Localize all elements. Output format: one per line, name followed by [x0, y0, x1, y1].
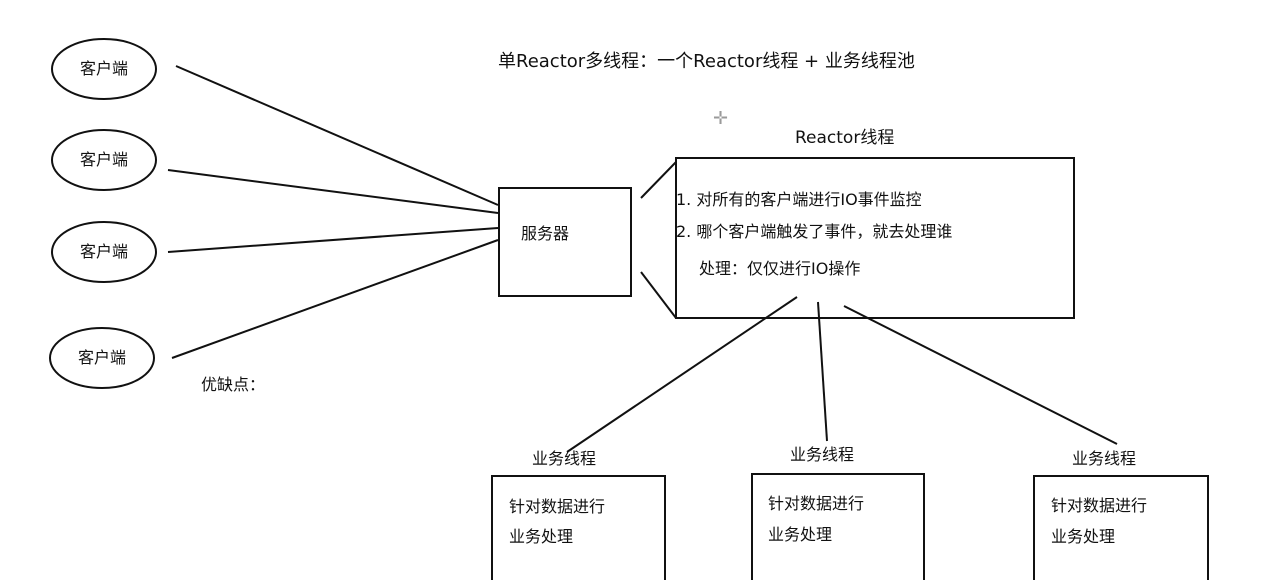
reactor-label: Reactor线程 — [795, 128, 895, 148]
worker-text-2-line-1: 针对数据进行 — [768, 494, 865, 513]
reactor-text-line-1: 1. 对所有的客户端进行IO事件监控 — [676, 190, 922, 209]
reactor-box — [675, 157, 1075, 319]
diagram-title: 单Reactor多线程：一个Reactor线程 + 业务线程池 — [498, 51, 915, 72]
crosshair-cursor-icon: ✛ — [713, 108, 729, 129]
reactor-text-line-3: 处理：仅仅进行IO操作 — [699, 259, 861, 278]
client-label-3: 客户端 — [79, 242, 128, 261]
client-connector-4 — [171, 239, 499, 359]
client-node-1 — [51, 38, 157, 100]
pros-cons-label: 优缺点： — [201, 375, 266, 394]
worker-text-2-line-2: 业务处理 — [768, 525, 833, 544]
worker-label-1: 业务线程 — [532, 449, 597, 468]
reactor-text-line-2: 2. 哪个客户端触发了事件，就去处理谁 — [676, 222, 953, 241]
worker-text-1-line-1: 针对数据进行 — [509, 497, 606, 516]
client-node-3 — [51, 221, 157, 283]
client-node-2 — [51, 129, 157, 191]
server-box — [498, 187, 632, 297]
reactor-worker-connector-2 — [817, 301, 828, 442]
worker-text-3-line-1: 针对数据进行 — [1051, 496, 1148, 515]
client-node-4 — [49, 327, 155, 389]
worker-text-1-line-2: 业务处理 — [509, 527, 574, 546]
reactor-worker-connector-1 — [566, 296, 798, 453]
server-reactor-connector-top — [640, 161, 677, 199]
client-label-2: 客户端 — [79, 150, 128, 169]
reactor-worker-connector-3 — [843, 305, 1118, 445]
server-reactor-connector-bottom — [640, 271, 677, 319]
worker-label-3: 业务线程 — [1072, 449, 1137, 468]
client-connector-2 — [167, 169, 499, 214]
worker-box-1 — [491, 475, 666, 580]
worker-label-2: 业务线程 — [790, 445, 855, 464]
client-label-4: 客户端 — [77, 348, 126, 367]
worker-box-3 — [1033, 475, 1209, 580]
client-label-1: 客户端 — [79, 59, 128, 78]
worker-box-2 — [751, 473, 925, 580]
client-connector-1 — [175, 65, 499, 206]
server-label: 服务器 — [521, 224, 570, 243]
worker-text-3-line-2: 业务处理 — [1051, 527, 1116, 546]
client-connector-3 — [167, 227, 499, 253]
